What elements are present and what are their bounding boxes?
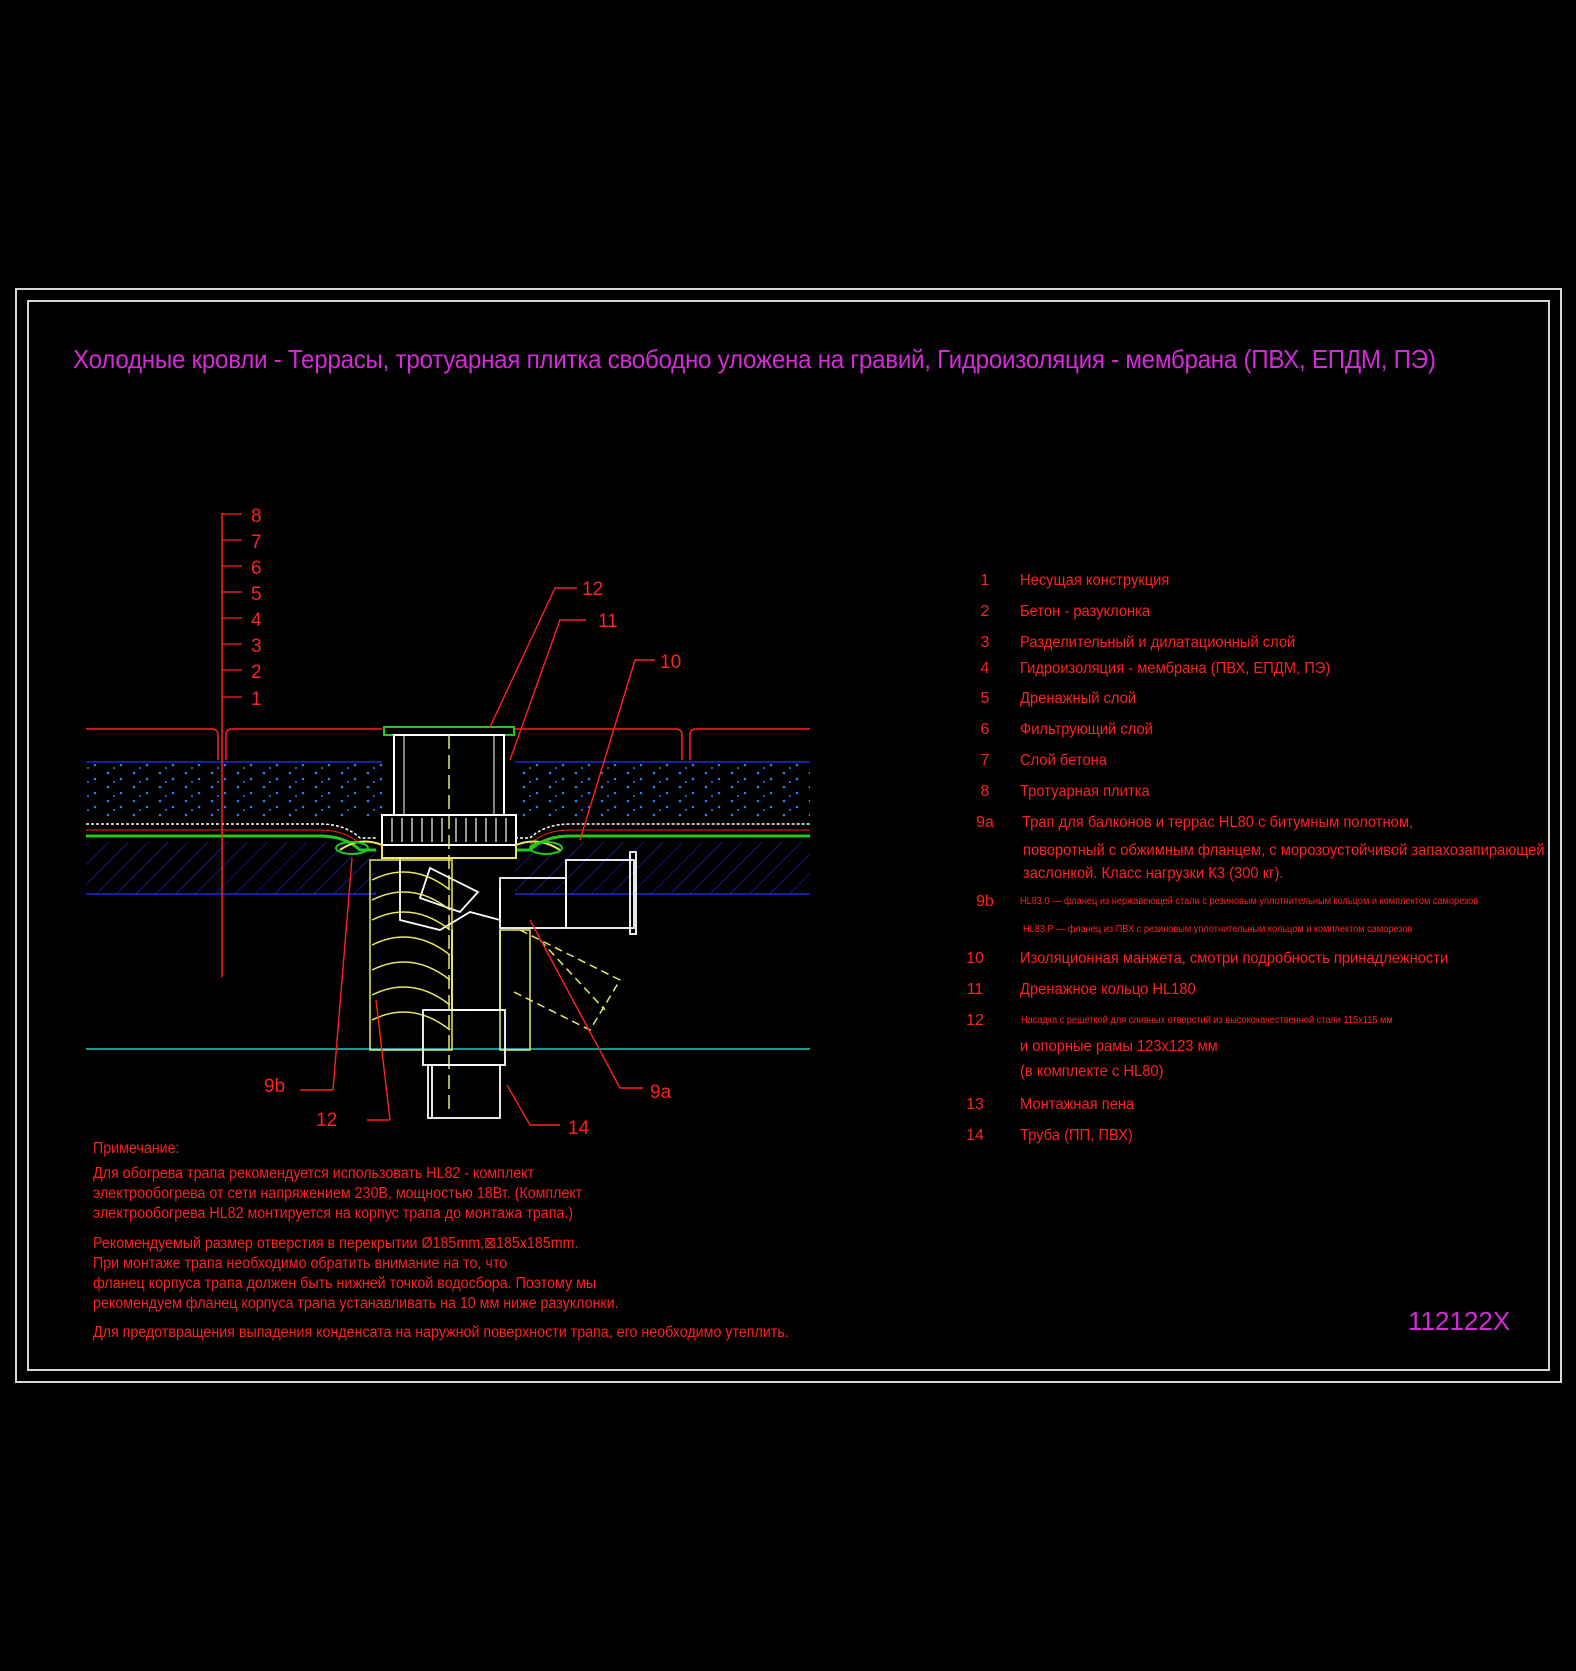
layer-number: 1 bbox=[251, 689, 262, 710]
legend-continuation: (в комплекте с HL80) bbox=[1020, 1063, 1164, 1080]
note-line: электрообогрева HL82 монтируется на корп… bbox=[93, 1205, 574, 1222]
layer-number: 3 bbox=[251, 636, 262, 657]
angled-outlet bbox=[509, 929, 622, 1031]
concrete-top-layer bbox=[86, 762, 382, 820]
drawing-frame-inner bbox=[27, 300, 1550, 1371]
drainage-ring bbox=[381, 814, 517, 846]
callout-label: 14 bbox=[568, 1118, 590, 1139]
callout-label: 12 bbox=[582, 579, 603, 600]
drawing-code: 112122X bbox=[1408, 1306, 1511, 1336]
layer-number: 2 bbox=[251, 662, 262, 683]
membrane-layer bbox=[86, 834, 376, 852]
legend-continuation: заслонкой. Класс нагрузки К3 (300 кг). bbox=[1023, 865, 1284, 882]
paving-tiles bbox=[86, 728, 219, 760]
layer-number-labels: 8 7 6 5 4 3 2 1 bbox=[251, 506, 262, 710]
legend-continuation: и опорные рамы 123х123 мм bbox=[1020, 1038, 1218, 1055]
drawing-frame-outer bbox=[15, 288, 1562, 1383]
layer-number: 6 bbox=[251, 558, 262, 579]
note-line: Для обогрева трапа рекомендуется использ… bbox=[93, 1165, 535, 1182]
callout-label: 9a bbox=[650, 1082, 672, 1103]
callout-label: 12 bbox=[316, 1110, 337, 1131]
note-line: фланец корпуса трапа должен быть нижней … bbox=[93, 1275, 597, 1292]
layer-number: 5 bbox=[251, 584, 262, 605]
callout-label: 10 bbox=[660, 652, 681, 673]
note-line: Для предотвращения выпадения конденсата … bbox=[93, 1324, 789, 1341]
note-line: Рекомендуемый размер отверстия в перекры… bbox=[93, 1235, 579, 1252]
layer-number: 7 bbox=[251, 532, 262, 553]
layer-number: 8 bbox=[251, 506, 262, 527]
note-line: рекомендуем фланец корпуса трапа устанав… bbox=[93, 1295, 619, 1312]
concrete-slope-layer bbox=[86, 842, 376, 894]
insulation-foam bbox=[369, 859, 531, 1051]
layer-number: 4 bbox=[251, 610, 262, 631]
drain-pipe bbox=[422, 1009, 506, 1119]
note-line: электрообогрева от сети напряжением 230В… bbox=[93, 1185, 583, 1202]
legend-continuation: HL83.P — фланец из ПВХ с резиновым уплот… bbox=[1023, 924, 1413, 935]
drawing-title: Холодные кровли - Террасы, тротуарная пл… bbox=[73, 344, 1436, 374]
callout-label: 9b bbox=[264, 1076, 285, 1097]
legend-continuation: поворотный с обжимным фланцем, с морозоу… bbox=[1023, 842, 1545, 859]
notes-heading: Примечание: bbox=[93, 1140, 180, 1157]
callout-label: 11 bbox=[598, 611, 618, 632]
note-line: При монтаже трапа необходимо обратить вн… bbox=[93, 1255, 508, 1272]
